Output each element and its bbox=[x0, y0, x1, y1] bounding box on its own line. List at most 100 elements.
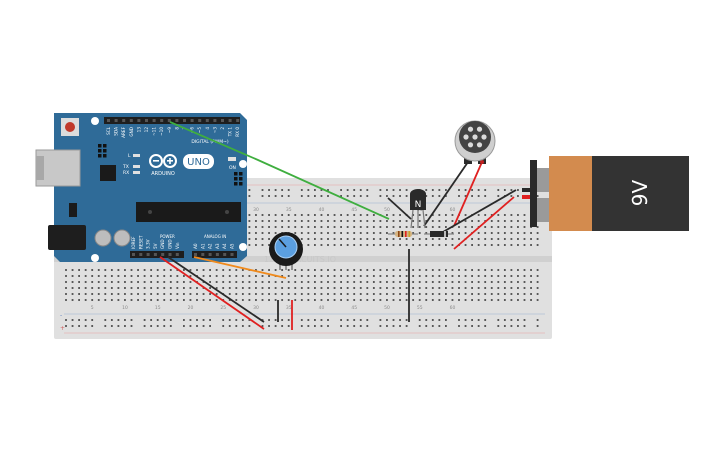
breadboard-hole[interactable] bbox=[274, 195, 277, 197]
breadboard-hole[interactable] bbox=[503, 226, 506, 228]
breadboard-hole[interactable] bbox=[228, 319, 231, 321]
breadboard-hole[interactable] bbox=[320, 232, 323, 234]
breadboard-hole[interactable] bbox=[222, 325, 225, 327]
breadboard-hole[interactable] bbox=[471, 189, 473, 191]
breadboard-hole[interactable] bbox=[399, 269, 401, 271]
breadboard-hole[interactable] bbox=[261, 189, 264, 191]
breadboard-hole[interactable] bbox=[307, 287, 310, 289]
breadboard-hole[interactable] bbox=[445, 269, 447, 271]
breadboard-hole[interactable] bbox=[320, 293, 323, 295]
breadboard-hole[interactable] bbox=[490, 299, 493, 301]
header-pin[interactable] bbox=[221, 119, 224, 122]
breadboard-hole[interactable] bbox=[510, 195, 513, 197]
breadboard-hole[interactable] bbox=[405, 325, 408, 327]
breadboard-hole[interactable] bbox=[255, 232, 257, 234]
breadboard-hole[interactable] bbox=[359, 299, 362, 301]
breadboard-hole[interactable] bbox=[431, 319, 434, 321]
breadboard-hole[interactable] bbox=[366, 220, 369, 222]
breadboard-hole[interactable] bbox=[464, 220, 467, 222]
breadboard-hole[interactable] bbox=[91, 299, 94, 301]
breadboard-hole[interactable] bbox=[110, 293, 113, 295]
breadboard-hole[interactable] bbox=[438, 226, 441, 228]
breadboard-hole[interactable] bbox=[366, 325, 369, 327]
breadboard-hole[interactable] bbox=[333, 238, 336, 240]
breadboard-hole[interactable] bbox=[255, 220, 257, 222]
breadboard-hole[interactable] bbox=[307, 189, 310, 191]
breadboard-hole[interactable] bbox=[314, 299, 316, 301]
breadboard-hole[interactable] bbox=[503, 319, 506, 321]
breadboard-hole[interactable] bbox=[78, 319, 80, 321]
breadboard-hole[interactable] bbox=[183, 325, 185, 327]
breadboard-hole[interactable] bbox=[379, 220, 382, 222]
breadboard-hole[interactable] bbox=[228, 325, 231, 327]
breadboard-hole[interactable] bbox=[438, 299, 441, 301]
breadboard-hole[interactable] bbox=[346, 226, 349, 228]
breadboard-hole[interactable] bbox=[294, 281, 297, 283]
header-pin[interactable] bbox=[137, 119, 141, 122]
breadboard-hole[interactable] bbox=[333, 287, 336, 289]
breadboard-hole[interactable] bbox=[222, 275, 225, 277]
breadboard-hole[interactable] bbox=[372, 232, 375, 234]
breadboard-hole[interactable] bbox=[78, 299, 80, 301]
breadboard-hole[interactable] bbox=[445, 195, 447, 197]
breadboard-hole[interactable] bbox=[163, 293, 166, 295]
breadboard-hole[interactable] bbox=[405, 226, 408, 228]
breadboard-hole[interactable] bbox=[320, 299, 323, 301]
breadboard-hole[interactable] bbox=[445, 220, 447, 222]
breadboard-hole[interactable] bbox=[497, 281, 500, 283]
breadboard-hole[interactable] bbox=[346, 232, 349, 234]
breadboard-hole[interactable] bbox=[346, 189, 349, 191]
breadboard-hole[interactable] bbox=[471, 299, 473, 301]
breadboard-hole[interactable] bbox=[124, 269, 126, 271]
breadboard-hole[interactable] bbox=[91, 293, 94, 295]
breadboard-hole[interactable] bbox=[464, 287, 467, 289]
breadboard-hole[interactable] bbox=[359, 269, 362, 271]
breadboard-hole[interactable] bbox=[503, 287, 506, 289]
breadboard-hole[interactable] bbox=[503, 220, 506, 222]
breadboard-hole[interactable] bbox=[314, 269, 316, 271]
breadboard-hole[interactable] bbox=[379, 299, 382, 301]
breadboard-hole[interactable] bbox=[281, 299, 284, 301]
breadboard-hole[interactable] bbox=[268, 287, 270, 289]
breadboard-hole[interactable] bbox=[379, 226, 382, 228]
breadboard-hole[interactable] bbox=[124, 275, 126, 277]
breadboard-hole[interactable] bbox=[314, 226, 316, 228]
breadboard-hole[interactable] bbox=[137, 275, 139, 277]
breadboard-hole[interactable] bbox=[386, 299, 388, 301]
breadboard-hole[interactable] bbox=[484, 299, 487, 301]
breadboard-hole[interactable] bbox=[445, 189, 447, 191]
breadboard-hole[interactable] bbox=[287, 226, 290, 228]
breadboard-hole[interactable] bbox=[300, 232, 303, 234]
breadboard-hole[interactable] bbox=[346, 281, 349, 283]
breadboard-hole[interactable] bbox=[517, 244, 519, 246]
breadboard-hole[interactable] bbox=[458, 226, 460, 228]
header-pin[interactable] bbox=[146, 253, 150, 256]
breadboard-hole[interactable] bbox=[189, 281, 192, 283]
breadboard-hole[interactable] bbox=[169, 293, 172, 295]
breadboard-hole[interactable] bbox=[530, 238, 532, 240]
breadboard-hole[interactable] bbox=[458, 232, 460, 234]
breadboard-hole[interactable] bbox=[510, 214, 513, 216]
breadboard-hole[interactable] bbox=[163, 325, 166, 327]
breadboard-hole[interactable] bbox=[353, 299, 356, 301]
breadboard-hole[interactable] bbox=[169, 319, 172, 321]
breadboard-hole[interactable] bbox=[320, 226, 323, 228]
breadboard-hole[interactable] bbox=[314, 214, 316, 216]
breadboard-hole[interactable] bbox=[196, 293, 198, 295]
breadboard-hole[interactable] bbox=[78, 293, 80, 295]
breadboard-hole[interactable] bbox=[327, 189, 329, 191]
breadboard-hole[interactable] bbox=[497, 319, 500, 321]
breadboard-hole[interactable] bbox=[320, 238, 323, 240]
breadboard-hole[interactable] bbox=[530, 299, 532, 301]
breadboard-hole[interactable] bbox=[340, 226, 342, 228]
breadboard-hole[interactable] bbox=[497, 275, 500, 277]
breadboard-hole[interactable] bbox=[451, 232, 454, 234]
breadboard-hole[interactable] bbox=[490, 238, 493, 240]
breadboard-hole[interactable] bbox=[405, 244, 408, 246]
breadboard-hole[interactable] bbox=[340, 293, 342, 295]
breadboard-hole[interactable] bbox=[130, 325, 133, 327]
breadboard-hole[interactable] bbox=[222, 287, 225, 289]
breadboard-hole[interactable] bbox=[392, 195, 395, 197]
breadboard-hole[interactable] bbox=[300, 195, 303, 197]
breadboard-hole[interactable] bbox=[287, 269, 290, 271]
